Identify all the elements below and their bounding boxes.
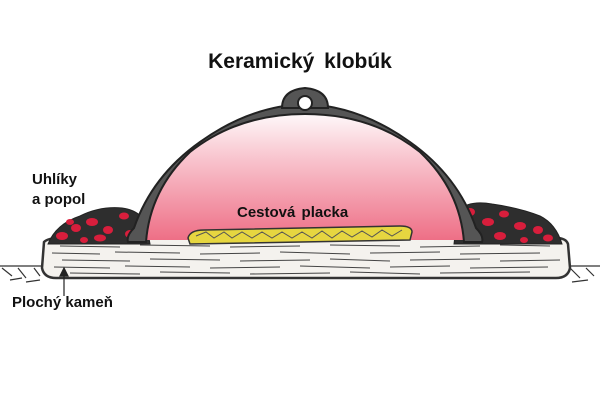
flat-stone-label: Plochý kameň	[12, 294, 113, 311]
coals-label-line2: a popol	[32, 191, 86, 208]
hanging-ring-icon	[280, 86, 330, 111]
flat-stone-icon	[40, 236, 572, 280]
ceramic-dome-icon	[126, 102, 484, 243]
coal-pile-icon	[47, 207, 151, 245]
flat-stone-arrow	[59, 266, 69, 296]
diagram-title: Keramický klobúk	[208, 50, 392, 73]
flatbread-label: Cestová placka	[237, 204, 349, 221]
coals-label-line1: Uhlíky	[32, 171, 78, 188]
ground-hatching	[0, 265, 600, 283]
flatbread-icon	[187, 225, 413, 245]
coals-label: Uhlíky a popol	[32, 170, 85, 210]
